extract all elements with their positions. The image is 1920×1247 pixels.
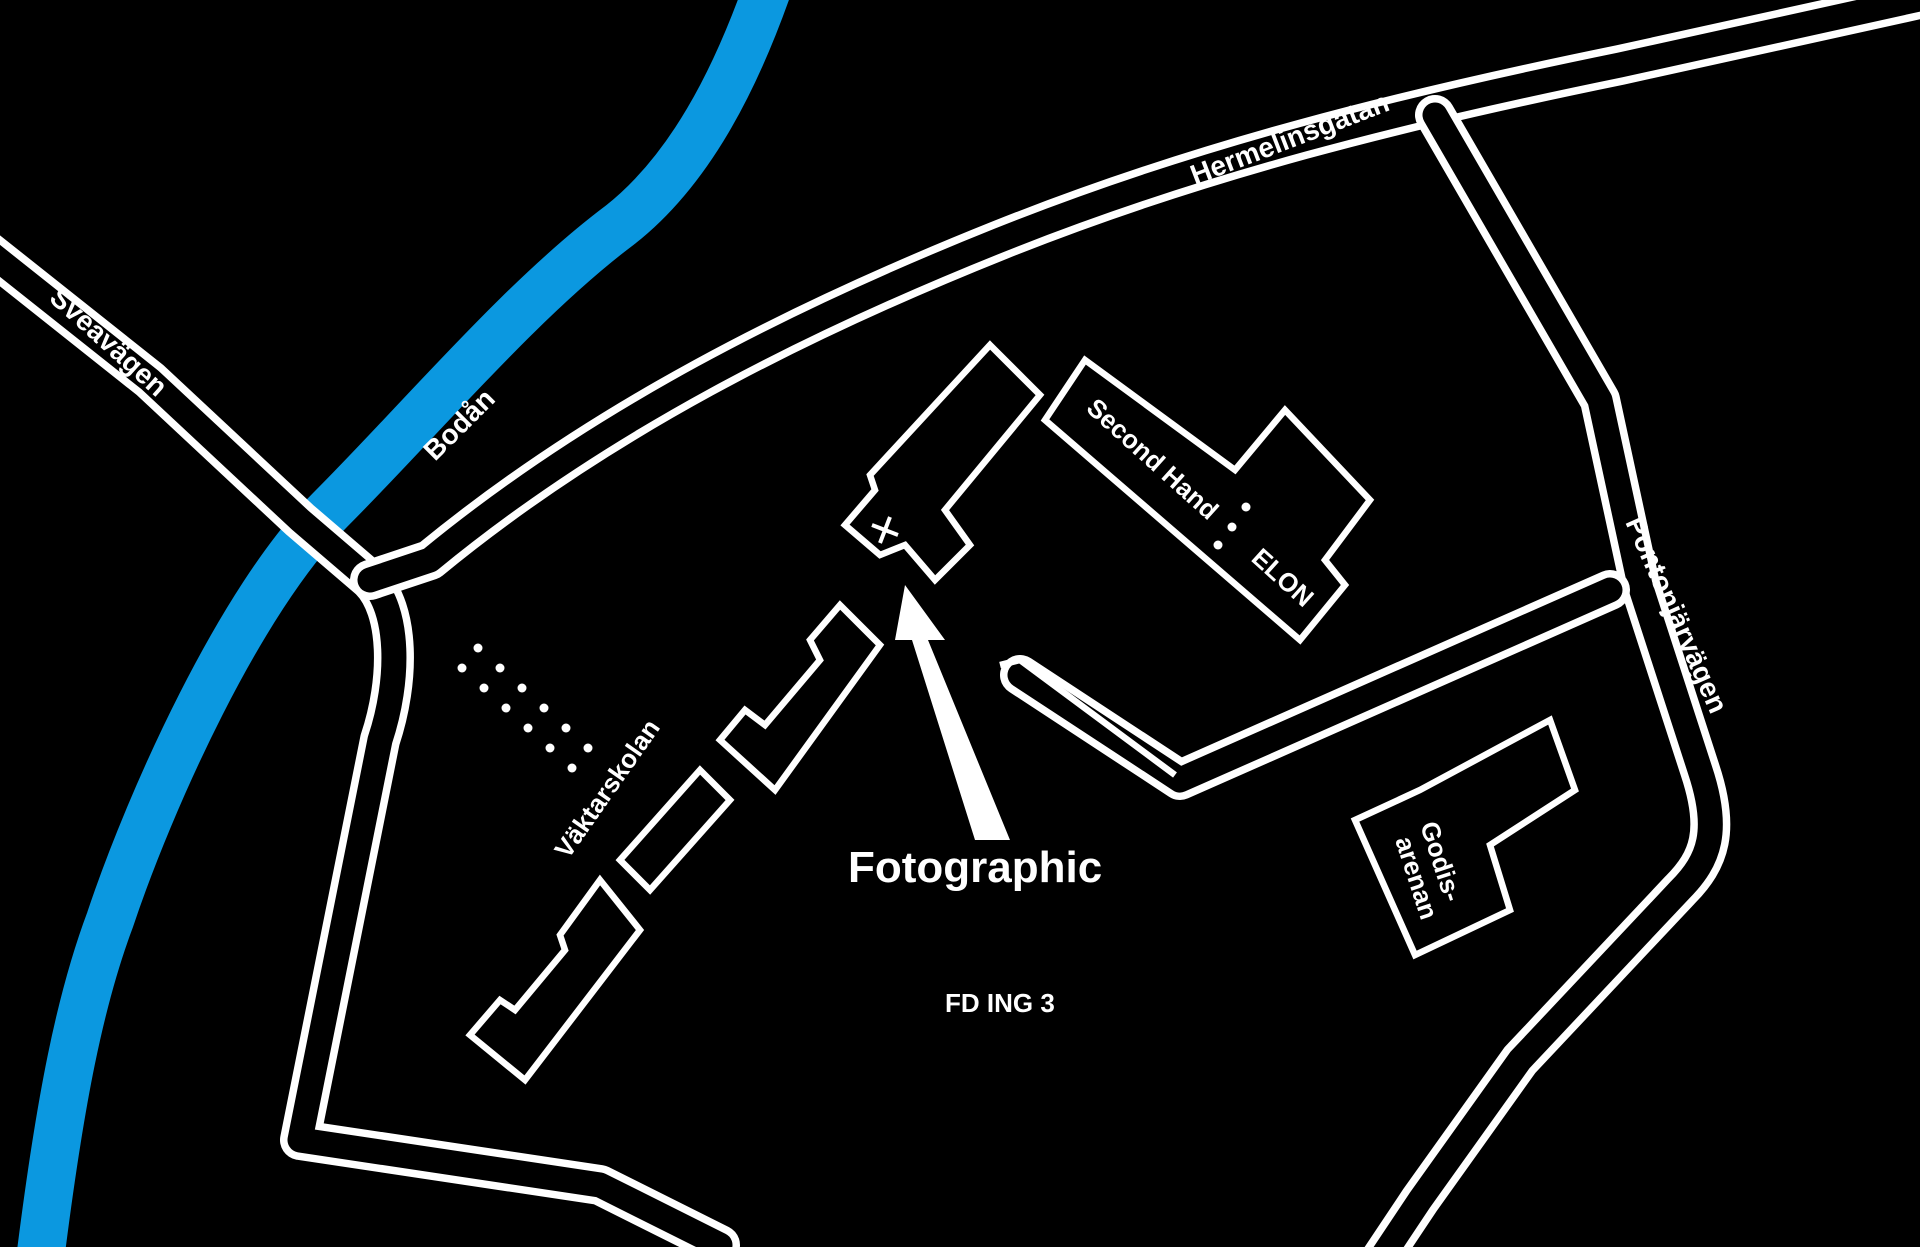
place-label-fd-ing-3: FD ING 3 xyxy=(945,988,1055,1018)
fence-wall xyxy=(999,656,1177,778)
building-godisarenan xyxy=(1350,715,1579,960)
place-label-fotographic: Fotographic xyxy=(848,843,1102,892)
buildings xyxy=(465,340,1579,1085)
arrow-up-icon xyxy=(895,585,1010,840)
dotted-separator-shops xyxy=(1213,502,1251,550)
building-vaktarskolan xyxy=(615,765,735,895)
dotted-path-left xyxy=(457,643,593,773)
building-second-hand-elon xyxy=(1040,355,1375,645)
plus-icon xyxy=(871,516,899,544)
building-fotographic xyxy=(840,340,1045,585)
building-lower-left xyxy=(465,874,645,1085)
building-l-shaped xyxy=(715,600,885,795)
